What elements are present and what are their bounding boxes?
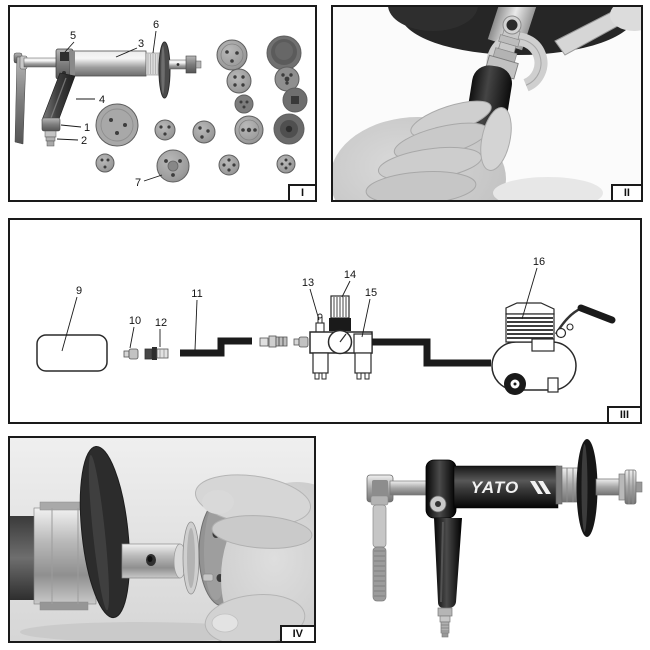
panel-i-tag: I bbox=[287, 184, 315, 200]
callout-12: 12 bbox=[155, 317, 167, 329]
tool-placeholder-box bbox=[36, 334, 108, 372]
callout-6: 6 bbox=[153, 19, 159, 31]
sliding-t-bar bbox=[366, 474, 431, 602]
fitting-12 bbox=[144, 347, 169, 360]
washer-disc bbox=[182, 521, 200, 595]
fitting-10 bbox=[123, 348, 139, 360]
soft-shadow bbox=[493, 177, 603, 200]
callout-2: 2 bbox=[81, 135, 87, 147]
callout-4: 4 bbox=[99, 94, 105, 106]
product-illustration: YATO bbox=[366, 439, 643, 638]
panel-iv-tag: IV bbox=[279, 625, 314, 641]
tool-upper-cylinder bbox=[487, 7, 544, 51]
wrench-photo-recreation bbox=[333, 7, 641, 200]
callout-13: 13 bbox=[302, 277, 314, 289]
quick-couplers bbox=[259, 335, 309, 348]
fingertip bbox=[610, 7, 641, 31]
panel-ii-tag: II bbox=[610, 184, 641, 200]
filter-regulator-unit bbox=[309, 295, 373, 380]
callout-10: 10 bbox=[129, 315, 141, 327]
callout-5: 5 bbox=[70, 30, 76, 42]
adapter-discs bbox=[95, 35, 308, 183]
hose-to-compressor bbox=[372, 338, 491, 367]
product-photo: YATO bbox=[338, 430, 650, 650]
air-inlet-fitting bbox=[437, 607, 453, 638]
panel-iii-tag: III bbox=[606, 406, 640, 422]
panel-adapter-photo: IV bbox=[8, 436, 316, 643]
main-cylinder: YATO bbox=[453, 465, 559, 509]
callout-15: 15 bbox=[365, 287, 377, 299]
panel-pneumatic-diagram: 9 10 12 11 13 14 15 16 III bbox=[8, 218, 642, 424]
callout-11: 11 bbox=[191, 288, 202, 300]
collar-and-flange bbox=[555, 439, 598, 537]
brand-logo-text: YATO bbox=[471, 478, 519, 497]
callout-3: 3 bbox=[138, 38, 144, 50]
callout-7: 7 bbox=[135, 177, 141, 189]
panel-iii-callouts: 9 10 12 11 13 14 15 16 bbox=[61, 256, 545, 352]
callout-9: 9 bbox=[76, 285, 82, 297]
kit-diagram-illustration: 5 6 3 4 1 2 7 bbox=[13, 19, 308, 189]
adapter-photo-recreation bbox=[10, 438, 314, 641]
caliper-tool-drawing bbox=[13, 41, 202, 147]
swivel-head bbox=[425, 459, 457, 519]
hose-11 bbox=[180, 337, 252, 357]
ground-shadow bbox=[20, 622, 260, 641]
callout-1: 1 bbox=[84, 122, 90, 134]
pistol-grip bbox=[434, 518, 462, 608]
panel-i-callouts: 5 6 3 4 1 2 7 bbox=[56, 19, 163, 189]
callout-16: 16 bbox=[533, 256, 545, 268]
pneumatic-diagram: 9 10 12 11 13 14 15 16 bbox=[36, 256, 616, 395]
callout-14: 14 bbox=[344, 269, 356, 281]
compressor bbox=[491, 302, 616, 395]
spindle-end bbox=[595, 469, 643, 505]
panel-wrench-photo: II bbox=[331, 5, 643, 202]
pressure-flange bbox=[79, 445, 130, 619]
hand bbox=[333, 100, 512, 200]
panel-kit-diagram: 5 6 3 4 1 2 7 I bbox=[8, 5, 317, 202]
brand-logo-mark bbox=[530, 481, 551, 494]
spindle-rod bbox=[121, 543, 187, 579]
